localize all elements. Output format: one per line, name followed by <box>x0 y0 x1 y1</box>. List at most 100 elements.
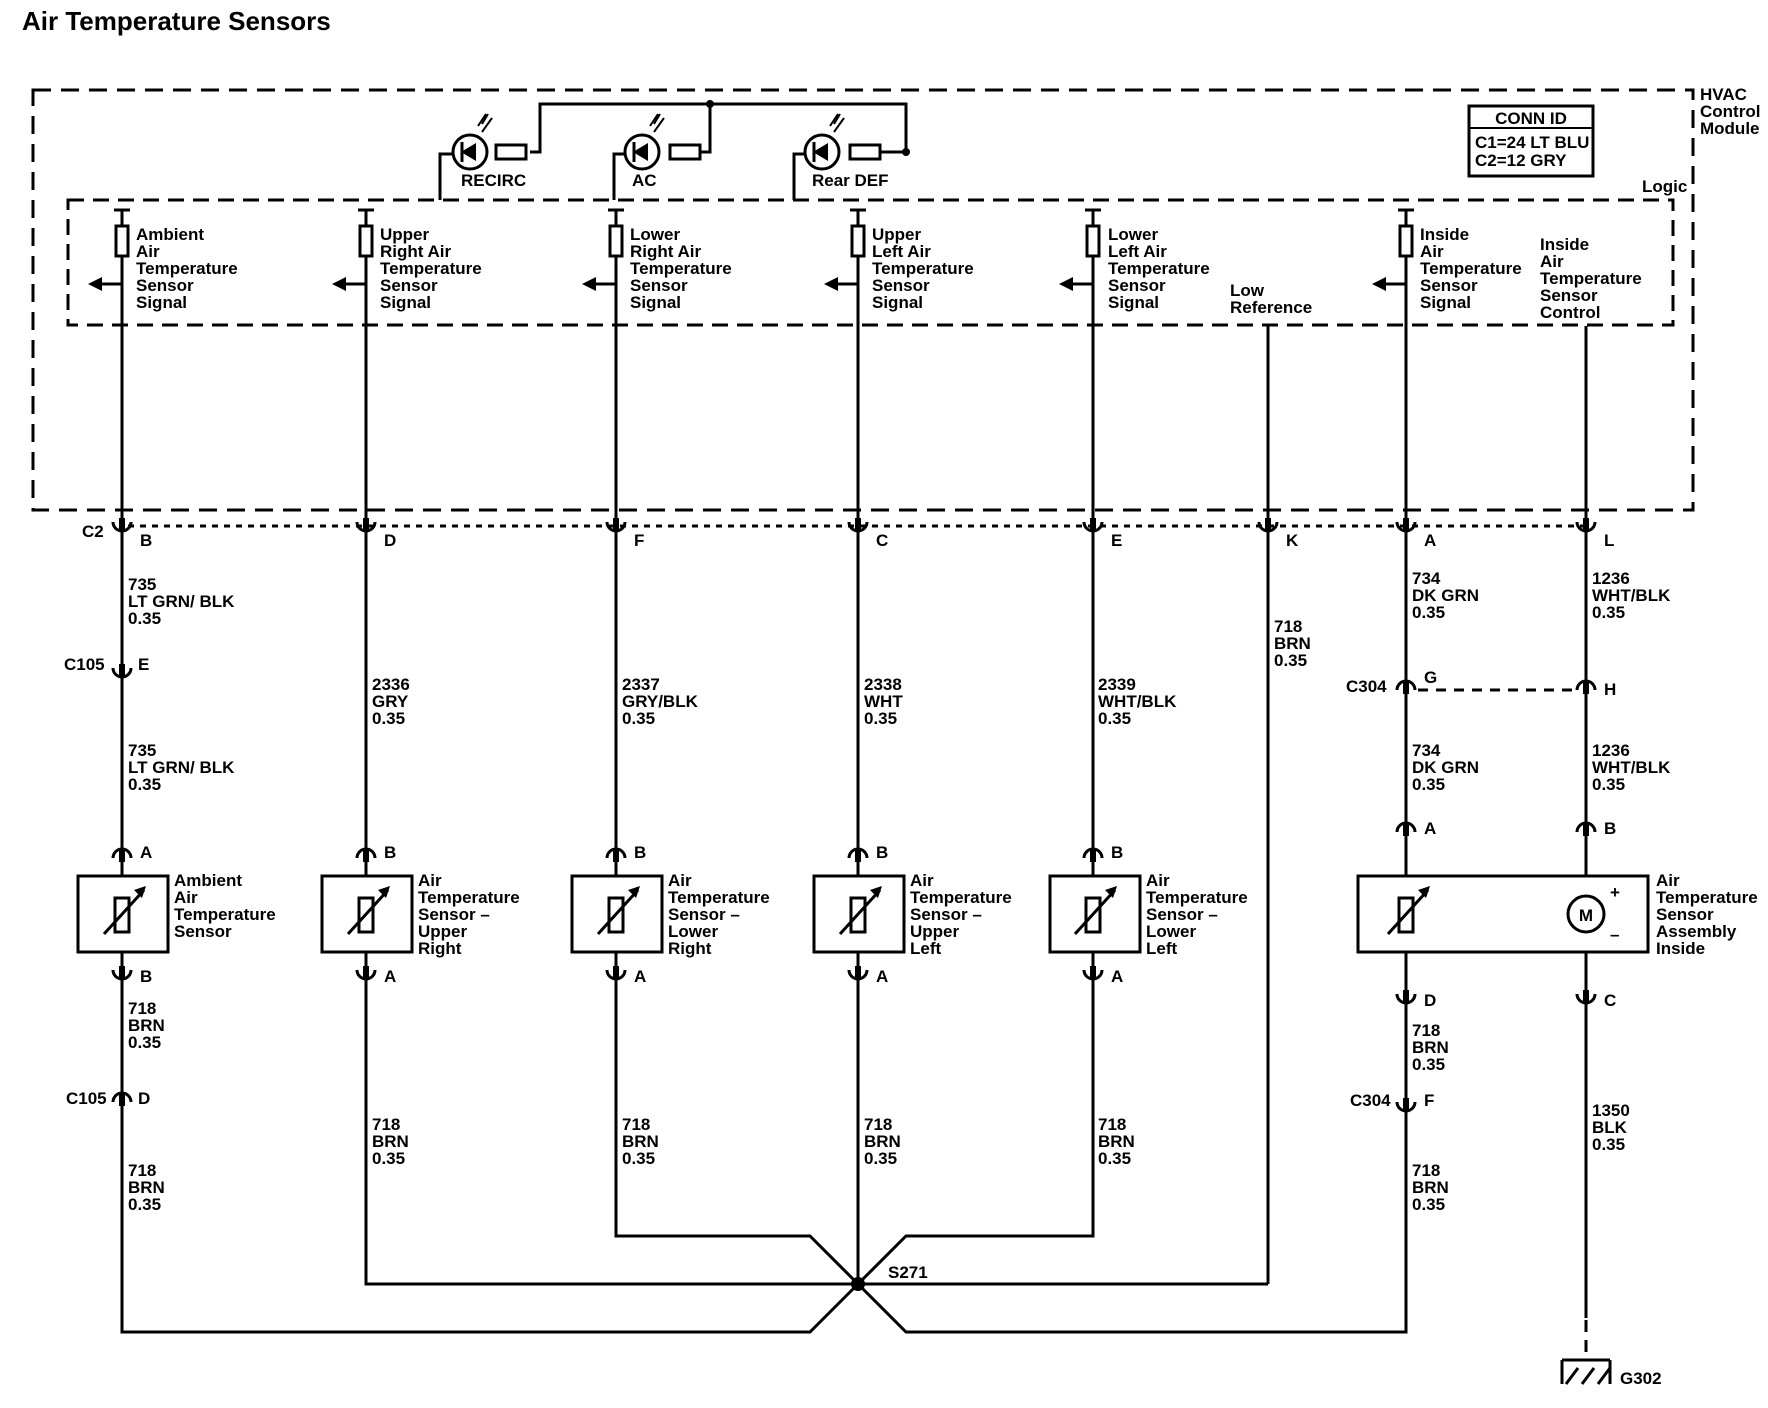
logic-label-4-2: Temperature <box>1108 259 1210 278</box>
connector-c2-label: C2 <box>82 522 104 541</box>
inside-sensor-label-4: Inside <box>1656 939 1705 958</box>
splice-label: S271 <box>888 1263 928 1282</box>
sensor-label-1-2: Sensor – <box>418 905 490 924</box>
logic-label-0-3: Sensor <box>136 276 194 295</box>
wire-top-6-1: DK GRN <box>1412 586 1479 605</box>
wire-ground-8-0: 1350 <box>1592 1101 1630 1120</box>
wire-top-4-0: 2339 <box>1098 675 1136 694</box>
inside-connector-a <box>1395 821 1417 836</box>
logic-label-7-2: Temperature <box>1540 269 1642 288</box>
logic-label-2-1: Right Air <box>630 242 702 261</box>
logic-label-1-2: Temperature <box>380 259 482 278</box>
wire-mid-1-2: 0.35 <box>1412 775 1445 794</box>
logic-label-6-2: Temperature <box>1420 259 1522 278</box>
wire-top-7-2: 0.35 <box>1592 603 1625 622</box>
sensor-label-1-0: Air <box>418 871 442 890</box>
sensor-connector-top-2 <box>605 847 627 862</box>
wire-top-1-2: 0.35 <box>372 709 405 728</box>
wire-top-5-2: 0.35 <box>1274 651 1307 670</box>
wire-top-2-1: GRY/BLK <box>622 692 699 711</box>
logic-input-terminal <box>1059 208 1101 291</box>
logic-label-2-3: Sensor <box>630 276 688 295</box>
connector-c2-pin-label-1: D <box>384 531 396 550</box>
wire-top-2-0: 2337 <box>622 675 660 694</box>
indicator-junction <box>706 100 714 108</box>
sensor-label-0-1: Air <box>174 888 198 907</box>
wire-mid-2-0: 1236 <box>1592 741 1630 760</box>
indicator-junction-2 <box>902 148 910 156</box>
logic-label-3-1: Left Air <box>872 242 931 261</box>
sensor-label-0-0: Ambient <box>174 871 242 890</box>
sensor-label-2-2: Sensor – <box>668 905 740 924</box>
inside-sensor-label-1: Temperature <box>1656 888 1758 907</box>
logic-boundary <box>66 198 1675 327</box>
logic-label-3-2: Temperature <box>872 259 974 278</box>
wire-top-0-0: 735 <box>128 575 156 594</box>
connector-c2-pin-3 <box>847 518 869 533</box>
wire-ground-6-1: BRN <box>1412 1038 1449 1057</box>
logic-label-0-4: Signal <box>136 293 187 312</box>
wire-ground-0-1: BRN <box>128 1016 165 1035</box>
logic-label-6-4: Signal <box>1420 293 1471 312</box>
sensor-label-2-0: Air <box>668 871 692 890</box>
indicator-led-ac: AC <box>623 113 702 190</box>
connector-c2-pin-label-3: C <box>876 531 888 550</box>
page-title: Air Temperature Sensors <box>22 6 331 36</box>
sensor-label-4-2: Sensor – <box>1146 905 1218 924</box>
wire-mid-2-2: 0.35 <box>1592 775 1625 794</box>
sensor-label-0-3: Sensor <box>174 922 232 941</box>
sensor-connector-top-4 <box>1082 847 1104 862</box>
inside-pin-c: C <box>1604 991 1616 1010</box>
wire-top-3-1: WHT <box>864 692 903 711</box>
module-label-3: Module <box>1700 119 1760 138</box>
connector-c2-pin-4 <box>1082 518 1104 533</box>
connector-c105-bottom <box>111 1091 133 1106</box>
inside-pin-d: D <box>1424 991 1436 1010</box>
inside-sensor-label-3: Assembly <box>1656 922 1737 941</box>
sensor-pin-top-3: B <box>876 843 888 862</box>
logic-label-1-1: Right Air <box>380 242 452 261</box>
logic-input-terminal <box>88 208 130 291</box>
connector-c105-pin-e: E <box>138 655 149 674</box>
wire-ground-1-0: 718 <box>128 1161 156 1180</box>
wire-ground-3-2: 0.35 <box>622 1149 655 1168</box>
wire-ground-1-2: 0.35 <box>128 1195 161 1214</box>
logic-label-4-4: Signal <box>1108 293 1159 312</box>
wire-top-3-2: 0.35 <box>864 709 897 728</box>
indicator-label-rear-def: Rear DEF <box>812 171 889 190</box>
wire-top-4-2: 0.35 <box>1098 709 1131 728</box>
sensor-pin-bottom-0: B <box>140 967 152 986</box>
connector-c304-pin-g: G <box>1424 668 1437 687</box>
connector-c105-top <box>111 664 133 679</box>
logic-label-4-3: Sensor <box>1108 276 1166 295</box>
logic-label-3-4: Signal <box>872 293 923 312</box>
motor-letter: M <box>1579 906 1593 925</box>
sensor-pin-top-2: B <box>634 843 646 862</box>
logic-label-0-2: Temperature <box>136 259 238 278</box>
motor-minus: – <box>1610 925 1619 944</box>
conn-id-header: CONN ID <box>1495 109 1567 128</box>
logic-label: Logic <box>1642 177 1687 196</box>
connector-c304-h <box>1575 679 1597 694</box>
sensor-label-1-4: Right <box>418 939 462 958</box>
conn-id-line-2: C2=12 GRY <box>1475 151 1567 170</box>
inside-sensor-label-0: Air <box>1656 871 1680 890</box>
wire-ground-0-0: 718 <box>128 999 156 1018</box>
logic-label-1-3: Sensor <box>380 276 438 295</box>
connector-c2-pin-7 <box>1575 518 1597 533</box>
wire-top-7-1: WHT/BLK <box>1592 586 1671 605</box>
sensor-label-3-3: Upper <box>910 922 960 941</box>
logic-label-0-0: Ambient <box>136 225 204 244</box>
sensor-label-0-2: Temperature <box>174 905 276 924</box>
logic-label-6-0: Inside <box>1420 225 1469 244</box>
connector-c304-label-top: C304 <box>1346 677 1387 696</box>
wire-top-2-2: 0.35 <box>622 709 655 728</box>
logic-label-6-3: Sensor <box>1420 276 1478 295</box>
connector-c2-pin-5 <box>1257 518 1279 533</box>
sensor-label-4-1: Temperature <box>1146 888 1248 907</box>
splice-s271 <box>851 1277 865 1291</box>
logic-input-terminal <box>824 208 866 291</box>
